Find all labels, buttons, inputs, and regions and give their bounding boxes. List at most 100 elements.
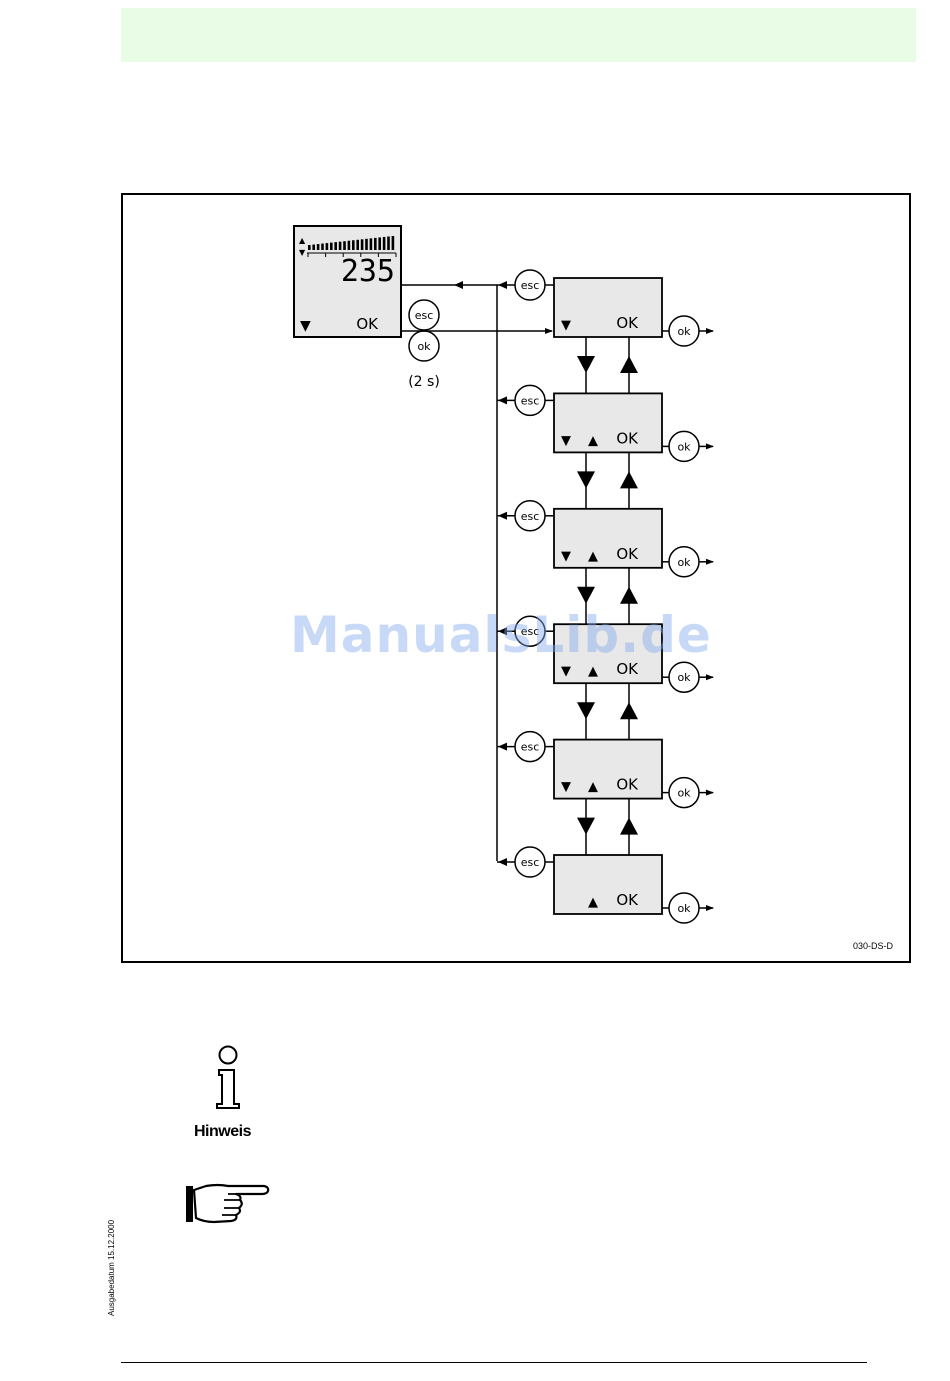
menu-up-symbol: ▲ — [588, 433, 598, 448]
bargraph-segment — [383, 237, 386, 250]
navigation-arrows — [577, 683, 638, 739]
menu-ok-label: OK — [616, 314, 639, 332]
bargraph-segment — [374, 238, 377, 250]
bargraph-segment — [365, 239, 368, 250]
menu-ok-label: OK — [616, 891, 639, 909]
down-nav-arrow — [577, 702, 595, 719]
menu-esc-button[interactable]: esc — [515, 270, 545, 300]
bargraph-segment — [370, 238, 373, 250]
menu-screens: ▼ OK esc ok ▼ ▲ OK esc ok ▼ ▲ OK esc ok ▼ ▲ OK esc ok ▼ ▲ OK e… — [497, 270, 713, 923]
menu-down-symbol: ▼ — [561, 780, 571, 795]
bargraph-segment — [312, 245, 315, 250]
hold-time-label: (2 s) — [408, 374, 440, 390]
menu-ok-button-label: ok — [677, 787, 691, 800]
return-arrow — [454, 281, 463, 289]
menu-ok-button[interactable]: ok — [669, 547, 699, 577]
watermark: ManualsLib.de — [290, 606, 712, 664]
menu-ok-button[interactable]: ok — [669, 893, 699, 923]
menu-down-symbol: ▼ — [561, 433, 571, 448]
menu-ok-label: OK — [616, 429, 639, 447]
menu-esc-label: esc — [521, 856, 540, 869]
menu-ok-button[interactable]: ok — [669, 778, 699, 808]
menu-esc-label: esc — [521, 510, 540, 523]
esc-return-arrow — [498, 743, 507, 751]
menu-ok-button[interactable]: ok — [669, 431, 699, 461]
menu-screen: ▼ ▲ OK esc ok — [497, 501, 713, 577]
bargraph-segment — [356, 240, 359, 250]
menu-flow-diagram: ▲ ▼ 235 ▼ OK esc ok (2 s) ▼ OK esc ok ▼ ▲ OK es… — [0, 0, 950, 1000]
menu-up-symbol: ▲ — [588, 780, 598, 795]
menu-esc-label: esc — [521, 741, 540, 754]
bargraph-segment — [352, 240, 355, 250]
menu-ok-label: OK — [616, 545, 639, 563]
bargraph-segment — [387, 236, 390, 250]
bargraph-segment — [321, 244, 324, 250]
down-nav-arrow — [577, 587, 595, 604]
menu-down-symbol: ▼ — [561, 318, 571, 333]
display-value: 235 — [341, 254, 395, 289]
main-esc-label: esc — [415, 309, 434, 322]
menu-up-symbol: ▲ — [588, 895, 598, 910]
menu-ok-button-label: ok — [677, 440, 691, 453]
esc-return-arrow — [498, 281, 507, 289]
up-nav-arrow — [620, 587, 638, 604]
menu-ok-label: OK — [616, 776, 639, 794]
display-down-symbol: ▼ — [300, 318, 311, 334]
menu-screen: ▲ OK esc ok — [497, 847, 713, 923]
menu-esc-button[interactable]: esc — [515, 501, 545, 531]
navigation-arrows — [577, 452, 638, 508]
footer-rule — [121, 1362, 867, 1363]
main-ok-button[interactable]: ok — [409, 331, 439, 361]
menu-screen-frame — [554, 855, 662, 914]
bargraph-segment — [339, 242, 342, 250]
info-icon — [212, 1044, 246, 1117]
pointing-hand-icon — [184, 1180, 272, 1233]
menu-screen: ▼ ▲ OK esc ok — [497, 732, 713, 808]
down-nav-arrow — [577, 356, 595, 373]
scale-up-indicator: ▲ — [299, 236, 306, 245]
menu-ok-button-label: ok — [677, 556, 691, 569]
bargraph-segment — [392, 236, 395, 250]
up-nav-arrow — [620, 818, 638, 835]
navigation-arrows — [577, 337, 638, 393]
menu-up-symbol: ▲ — [588, 664, 598, 679]
menu-esc-label: esc — [521, 279, 540, 292]
hinweis-label: Hinweis — [194, 1123, 251, 1141]
down-nav-arrow — [577, 818, 595, 835]
up-nav-arrow — [620, 702, 638, 719]
main-ok-label: ok — [417, 340, 431, 353]
issue-date: Ausgabedatum 15.12.2000 — [107, 1220, 116, 1316]
menu-ok-button[interactable]: ok — [669, 662, 699, 692]
menu-ok-button-label: ok — [677, 902, 691, 915]
up-nav-arrow — [620, 356, 638, 373]
esc-return-arrow — [498, 858, 507, 866]
main-esc-button[interactable]: esc — [409, 300, 439, 330]
menu-up-symbol: ▲ — [588, 549, 598, 564]
menu-ok-button[interactable]: ok — [669, 316, 699, 346]
menu-ok-button-label: ok — [677, 325, 691, 338]
menu-ok-button-label: ok — [677, 671, 691, 684]
bargraph-segment — [343, 241, 346, 250]
up-nav-arrow — [620, 471, 638, 488]
menu-esc-label: esc — [521, 394, 540, 407]
bargraph-segment — [308, 245, 311, 250]
bargraph-segment — [334, 242, 337, 250]
bargraph-segment — [361, 239, 364, 250]
display-ok-label: OK — [356, 315, 379, 333]
esc-return-arrow — [498, 512, 507, 520]
menu-down-symbol: ▼ — [561, 549, 571, 564]
scale-down-indicator: ▼ — [299, 248, 306, 257]
menu-esc-button[interactable]: esc — [515, 385, 545, 415]
menu-esc-button[interactable]: esc — [515, 847, 545, 877]
bargraph-segment — [326, 243, 329, 250]
bargraph-segment — [378, 237, 381, 250]
menu-down-symbol: ▼ — [561, 664, 571, 679]
bargraph-segment — [317, 244, 320, 250]
menu-screen: ▼ OK esc ok — [497, 270, 713, 346]
bargraph-segment — [330, 243, 333, 250]
bargraph-segment — [348, 241, 351, 250]
down-nav-arrow — [577, 471, 595, 488]
menu-screen: ▼ ▲ OK esc ok — [497, 385, 713, 461]
navigation-arrows — [577, 799, 638, 855]
menu-esc-button[interactable]: esc — [515, 732, 545, 762]
